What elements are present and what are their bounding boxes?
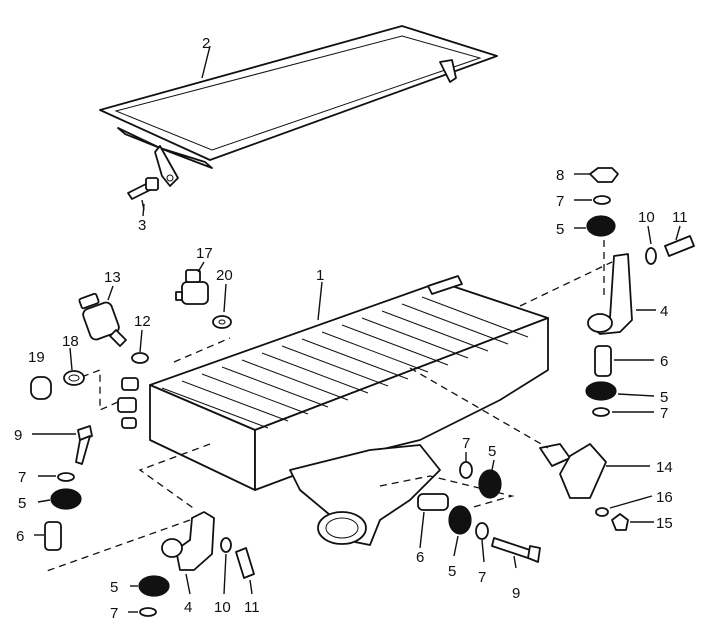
callout-7: 7 [556, 193, 564, 210]
sensor-switch [175, 269, 209, 305]
washer-10-low [220, 537, 232, 553]
callout-7: 7 [660, 405, 668, 422]
callout-2: 2 [202, 35, 210, 52]
sleeve-6-right [594, 345, 612, 377]
nut-8 [589, 167, 619, 183]
callout-7: 7 [478, 569, 486, 586]
washer-7-low [475, 522, 489, 540]
washer-10-top [645, 247, 657, 265]
rubber-mount-mid [478, 469, 502, 499]
fitting-part [127, 177, 159, 211]
washer-7-top [593, 195, 611, 205]
tray-frame [99, 25, 498, 187]
callout-12: 12 [134, 313, 151, 330]
washer-12 [131, 352, 149, 364]
rubber-mount-bottom [138, 575, 170, 597]
callout-8: 8 [556, 167, 564, 184]
washer-7-right [592, 407, 610, 417]
nut-15 [611, 513, 629, 531]
sleeve-6-mid [417, 493, 449, 511]
callout-18: 18 [62, 333, 79, 350]
bracket-4-right [587, 253, 633, 335]
rubber-mount-top [586, 215, 616, 237]
callout-4: 4 [184, 599, 192, 616]
callout-5: 5 [488, 443, 496, 460]
callout-11: 11 [672, 209, 688, 226]
leader-lines [32, 45, 681, 613]
cap-part [30, 376, 52, 400]
callout-14: 14 [656, 459, 673, 476]
cooler-body [149, 275, 549, 546]
callout-7: 7 [462, 435, 470, 452]
callout-20: 20 [216, 267, 233, 284]
callout-6: 6 [16, 528, 24, 545]
callout-13: 13 [104, 269, 121, 286]
washer-7-bottom [139, 607, 157, 617]
bolt-9-left [75, 425, 93, 465]
bracket-4-left [161, 511, 215, 571]
callout-4: 4 [660, 303, 668, 320]
washer-7-left [57, 472, 75, 482]
callout-9: 9 [14, 427, 22, 444]
washer-7-mid [459, 461, 473, 479]
callout-9: 9 [512, 585, 520, 602]
callout-5: 5 [110, 579, 118, 596]
rubber-mount-right [585, 381, 617, 401]
callout-17: 17 [196, 245, 213, 262]
rubber-mount-low [448, 505, 472, 535]
sleeve-6-left [44, 521, 62, 551]
callout-labels: 2 3 8 7 5 10 11 17 20 13 1 4 12 18 19 6 … [14, 35, 688, 622]
bolt-11-low [235, 547, 255, 579]
callout-7: 7 [110, 605, 118, 622]
callout-6: 6 [660, 353, 668, 370]
callout-10: 10 [214, 599, 231, 616]
callout-7: 7 [18, 469, 26, 486]
flange-sensor [539, 443, 607, 499]
callout-3: 3 [138, 217, 146, 234]
hose-clamp [63, 370, 85, 386]
bolt-11-top [664, 235, 695, 257]
callout-5: 5 [18, 495, 26, 512]
callout-15: 15 [656, 515, 673, 532]
callout-1: 1 [316, 267, 324, 284]
callout-5: 5 [448, 563, 456, 580]
left-fittings [117, 377, 139, 429]
solenoid-valve [78, 292, 127, 347]
callout-5: 5 [660, 389, 668, 406]
rubber-mount-left [50, 488, 82, 510]
callout-11: 11 [244, 599, 260, 616]
washer-20 [212, 315, 232, 329]
callout-6: 6 [416, 549, 424, 566]
callout-19: 19 [28, 349, 45, 366]
washer-16 [595, 507, 609, 517]
callout-10: 10 [638, 209, 655, 226]
callout-5: 5 [556, 221, 564, 238]
bolt-9-low [491, 537, 541, 563]
callout-16: 16 [656, 489, 673, 506]
